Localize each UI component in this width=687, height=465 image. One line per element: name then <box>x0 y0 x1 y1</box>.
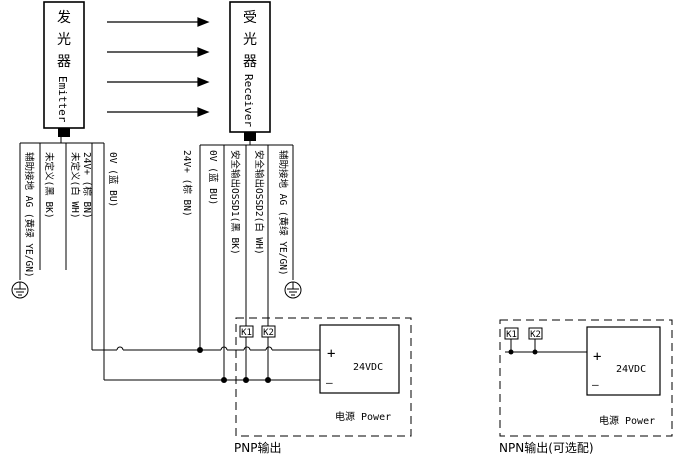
pnp-minus-sign: — <box>326 376 333 389</box>
pnp-power-label: 电源 Power <box>335 410 391 423</box>
emitter-connector <box>58 128 70 137</box>
receiver-wire-ossd2-label: 安全输出OSSD2(白 WH) <box>253 150 265 255</box>
receiver-wire-ag-label: 辅助接地 AG (黄绿 YE/GN) <box>277 150 289 276</box>
pnp-relay-k1 <box>239 325 254 338</box>
emitter-title-char-2: 光 <box>57 32 71 48</box>
pnp-junction-dots <box>197 347 271 383</box>
pnp-caption: PNP输出 <box>234 440 281 455</box>
pnp-enclosure <box>235 317 412 437</box>
pnp-voltage-label: 24VDC <box>353 362 383 373</box>
receiver-title-char-2: 光 <box>243 32 257 48</box>
npn-minus-sign: — <box>592 378 599 391</box>
pnp-relay-k1-label: K1 <box>241 328 252 338</box>
emitter-ground-icon <box>11 281 29 299</box>
receiver-wire-24v-label: 24V+ (棕 BN) <box>181 150 193 217</box>
emitter-wire-ag-label: 辅助接地 AG (黄绿 YE/GN) <box>23 152 35 278</box>
emitter-wire-undef-bk-label: 未定义(黑 BK) <box>43 152 55 219</box>
emitter-title-char-1: 发 <box>57 10 71 26</box>
emitter-title-char-3: 器 <box>57 54 71 70</box>
light-beams <box>107 17 210 117</box>
receiver-wire-0v-label: 0V (蓝 BU) <box>207 150 219 205</box>
npn-enclosure <box>499 319 673 437</box>
receiver-connector <box>244 132 256 141</box>
receiver-title-char-3: 器 <box>243 54 257 70</box>
npn-junction-dots <box>508 349 538 355</box>
receiver-title-en: Receiver <box>242 74 255 127</box>
npn-relay-k1 <box>504 327 519 340</box>
receiver-ground-icon <box>284 281 302 299</box>
emitter-wire-undef-wh-label: 未定义(白 WH) <box>69 152 81 219</box>
emitter-wire-0v-label: 0V (蓝 BU) <box>107 152 119 207</box>
pnp-plus-sign: + <box>327 346 335 362</box>
npn-plus-sign: + <box>593 349 601 365</box>
npn-relay-k2 <box>528 327 543 340</box>
receiver-title-char-1: 受 <box>243 10 257 26</box>
emitter-title-en: Emitter <box>56 76 69 123</box>
pnp-relay-k2-label: K2 <box>263 328 274 338</box>
pnp-power-supply <box>319 324 400 394</box>
pnp-relay-k2 <box>261 325 276 338</box>
emitter-cables <box>19 137 105 380</box>
npn-power-label: 电源 Power <box>599 414 655 427</box>
pnp-wiring <box>92 145 320 381</box>
receiver-wire-ossd1-label: 安全输出OSSD1(黑 BK) <box>229 150 241 255</box>
npn-relay-k2-label: K2 <box>530 330 541 340</box>
emitter-wire-24v-label: 24V+ (棕 BN) <box>81 152 93 219</box>
npn-caption: NPN输出(可选配) <box>499 440 594 455</box>
npn-voltage-label: 24VDC <box>616 364 646 375</box>
npn-relay-k1-label: K1 <box>506 330 517 340</box>
npn-power-supply <box>586 326 661 396</box>
